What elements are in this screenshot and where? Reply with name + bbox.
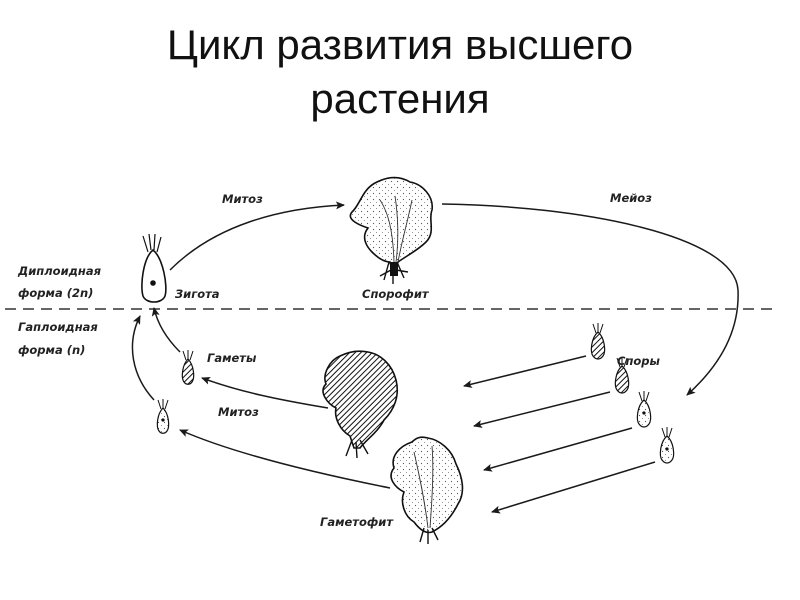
gametes-label: Гаметы xyxy=(207,351,257,365)
mitosis-arrow-dark-gametophyte-to-gamete xyxy=(201,377,329,409)
mitosis-bottom-label: Митоз xyxy=(218,405,259,419)
spore-cell xyxy=(659,427,675,464)
mitosis-arrow-light-gametophyte-to-gamete xyxy=(179,429,391,489)
gametophyte-label: Гаметофит xyxy=(320,515,394,529)
title-line-2: растения xyxy=(310,75,490,122)
haploid-label-line-2: форма (n) xyxy=(18,343,85,357)
gametophyte-dark xyxy=(322,350,399,459)
haploid-label-line-1: Гаплоидная xyxy=(18,320,98,334)
sporophyte-label: Спорофит xyxy=(362,287,430,301)
spore-arrow xyxy=(483,427,633,472)
zygote-cell xyxy=(141,233,167,303)
mitosis-top-label: Митоз xyxy=(222,192,263,206)
gametophyte-light xyxy=(390,436,464,544)
gamete-cell xyxy=(181,350,195,385)
gamete-to-zygote-arrow xyxy=(131,315,155,401)
spore-cell xyxy=(590,323,606,360)
title-line-1: Цикл развития высшего xyxy=(166,21,634,68)
gamete-to-zygote-arrow xyxy=(151,307,181,353)
spore-arrow xyxy=(473,391,611,428)
meiosis-arrow xyxy=(441,203,739,396)
spore-arrow xyxy=(491,461,656,514)
zygote-label: Зигота xyxy=(175,287,220,301)
diploid-label-line-2: форма (2n) xyxy=(18,286,93,300)
page-title: Цикл развития высшего растения xyxy=(0,18,800,126)
gamete-cell xyxy=(156,399,170,434)
spore-arrow xyxy=(463,355,587,388)
diploid-label-line-1: Диплоидная xyxy=(17,264,102,278)
mitosis-arrow-zygote-to-sporophyte xyxy=(169,201,345,271)
spores-label: Споры xyxy=(617,354,661,368)
spore-cell xyxy=(636,391,652,428)
sporophyte-plant xyxy=(349,176,433,284)
meiosis-label: Мейоз xyxy=(610,191,652,205)
spore-cell xyxy=(614,357,630,394)
